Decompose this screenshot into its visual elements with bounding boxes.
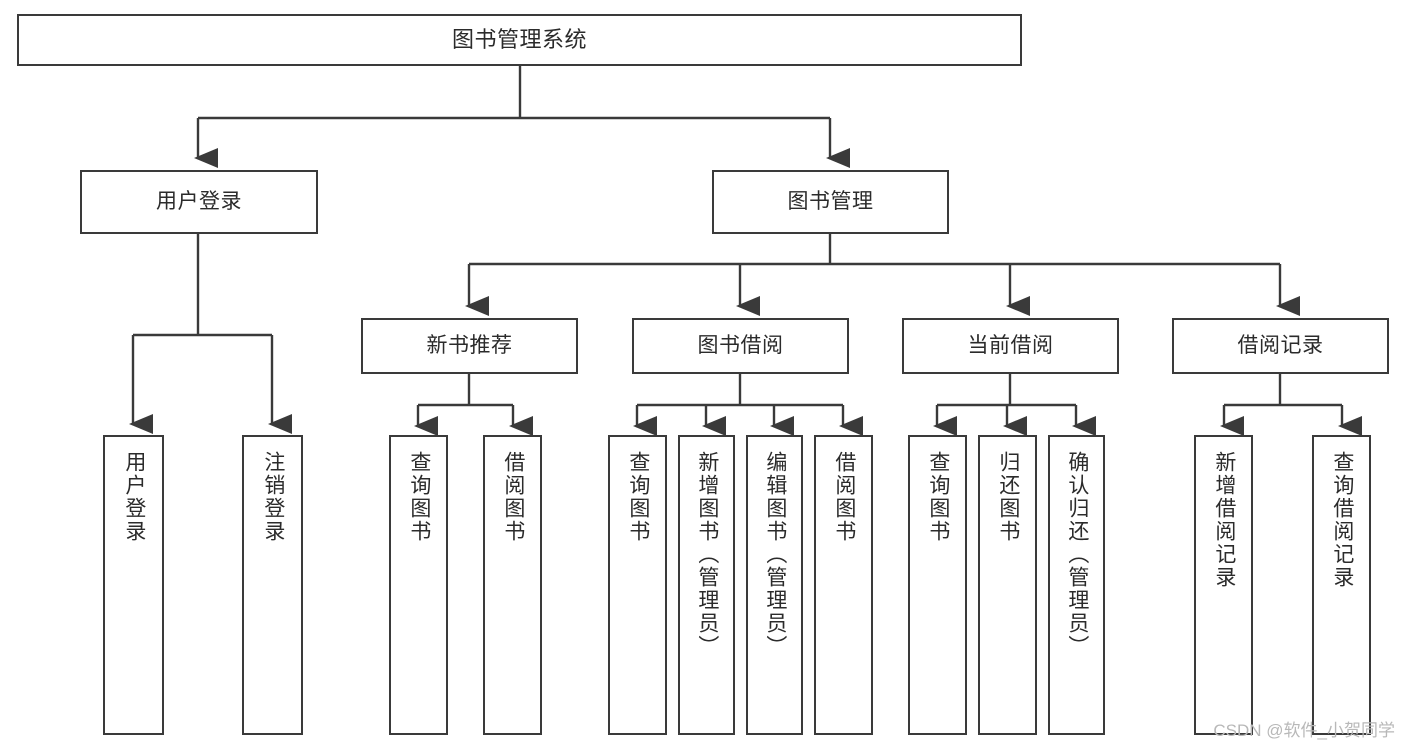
node-subbranch-borrow-records-label: 借阅记录 [1237, 333, 1324, 357]
node-subbranch-book-borrow[interactable]: 图书借阅 [632, 318, 849, 374]
node-leaf-query-books-current[interactable]: 查询图书 [908, 435, 967, 735]
node-leaf-borrow-books-recommend-label: 借阅图书 [501, 451, 525, 543]
node-leaf-add-book-admin[interactable]: 新增图书（管理员） [678, 435, 735, 735]
node-leaf-query-books-recommend[interactable]: 查询图书 [389, 435, 448, 735]
node-leaf-query-books-borrow[interactable]: 查询图书 [608, 435, 667, 735]
node-leaf-return-books[interactable]: 归还图书 [978, 435, 1037, 735]
node-leaf-borrow-books-label: 借阅图书 [832, 451, 856, 543]
node-leaf-query-borrow-record-label: 查询借阅记录 [1330, 451, 1354, 589]
node-subbranch-current-borrow[interactable]: 当前借阅 [902, 318, 1119, 374]
node-leaf-query-borrow-record[interactable]: 查询借阅记录 [1312, 435, 1371, 735]
node-leaf-logout[interactable]: 注销登录 [242, 435, 303, 735]
node-leaf-borrow-books[interactable]: 借阅图书 [814, 435, 873, 735]
node-leaf-user-login[interactable]: 用户登录 [103, 435, 164, 735]
node-subbranch-book-borrow-label: 图书借阅 [697, 333, 784, 357]
node-leaf-logout-label: 注销登录 [261, 451, 285, 543]
node-leaf-query-books-borrow-label: 查询图书 [626, 451, 650, 543]
node-subbranch-borrow-records[interactable]: 借阅记录 [1172, 318, 1389, 374]
node-leaf-edit-book-admin[interactable]: 编辑图书（管理员） [746, 435, 803, 735]
node-leaf-query-books-current-label: 查询图书 [926, 451, 950, 543]
node-leaf-query-books-recommend-label: 查询图书 [407, 451, 431, 543]
node-subbranch-new-book-recommend-label: 新书推荐 [426, 333, 513, 357]
node-leaf-edit-book-admin-label: 编辑图书（管理员） [763, 451, 787, 658]
node-branch-book-management[interactable]: 图书管理 [712, 170, 949, 234]
node-branch-user-login[interactable]: 用户登录 [80, 170, 318, 234]
node-root[interactable]: 图书管理系统 [17, 14, 1022, 66]
watermark-text: CSDN @软件_小贺同学 [1213, 721, 1395, 740]
node-leaf-add-borrow-record-label: 新增借阅记录 [1212, 451, 1236, 589]
node-leaf-confirm-return-admin-label: 确认归还（管理员） [1065, 451, 1089, 658]
node-root-label: 图书管理系统 [451, 27, 587, 53]
node-leaf-user-login-label: 用户登录 [122, 451, 146, 543]
node-leaf-confirm-return-admin[interactable]: 确认归还（管理员） [1048, 435, 1105, 735]
node-subbranch-new-book-recommend[interactable]: 新书推荐 [361, 318, 578, 374]
node-leaf-add-book-admin-label: 新增图书（管理员） [695, 451, 719, 658]
node-leaf-borrow-books-recommend[interactable]: 借阅图书 [483, 435, 542, 735]
node-branch-user-login-label: 用户登录 [156, 189, 242, 213]
node-branch-book-management-label: 图书管理 [787, 189, 874, 213]
node-leaf-add-borrow-record[interactable]: 新增借阅记录 [1194, 435, 1253, 735]
node-subbranch-current-borrow-label: 当前借阅 [967, 333, 1054, 357]
node-leaf-return-books-label: 归还图书 [996, 451, 1020, 543]
